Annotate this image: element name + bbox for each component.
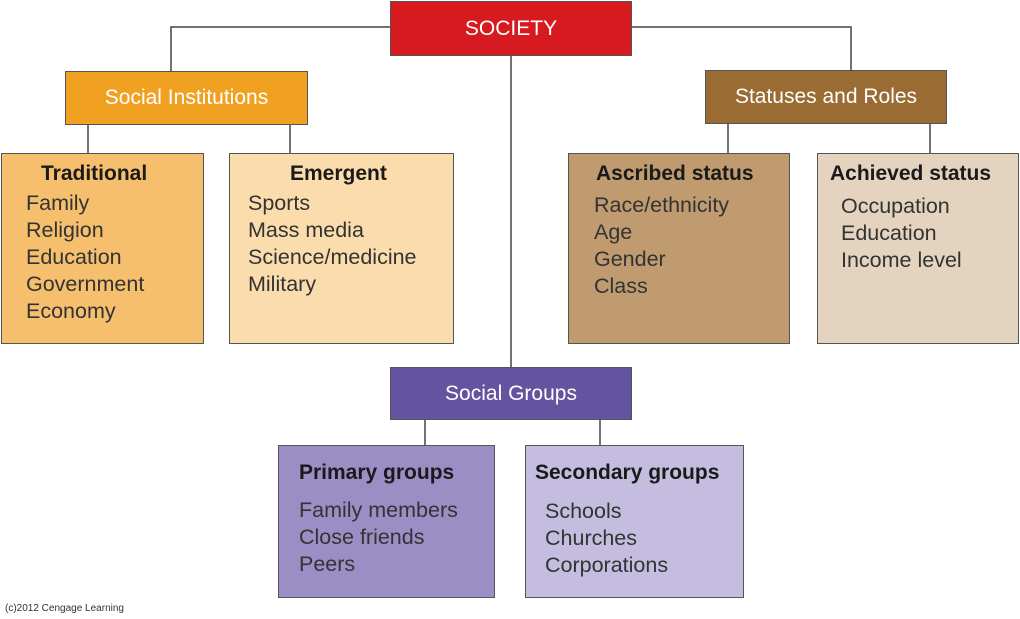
list-item: Peers [299,552,356,576]
list-item: Income level [841,248,962,272]
ascribed-status-heading: Ascribed status [596,162,754,185]
list-item: Science/medicine [248,245,417,269]
list-item: Family [26,191,90,215]
emergent-heading: Emergent [290,162,387,185]
list-item: Age [594,220,633,244]
list-item: Churches [545,526,638,550]
list-item: Family members [299,498,458,522]
list-item: Economy [26,299,116,323]
society-label: SOCIETY [464,16,558,40]
list-item: Occupation [841,194,950,218]
list-item: Government [26,272,145,296]
social-institutions-label: Social Institutions [104,86,269,109]
statuses-and-roles-label: Statuses and Roles [734,85,918,108]
social-institutions-node: Social Institutions [65,71,308,125]
list-item: Mass media [248,218,364,242]
copyright-credit: (c)2012 Cengage Learning [5,603,124,614]
connector-society-statuses [632,26,852,70]
achieved-status-heading: Achieved status [830,162,992,185]
list-item: Close friends [299,525,425,549]
society-node: SOCIETY [390,1,632,56]
social-groups-node: Social Groups [390,367,632,420]
statuses-and-roles-node: Statuses and Roles [705,70,947,124]
list-item: Military [248,272,317,296]
traditional-heading: Traditional [41,162,148,185]
primary-groups-heading: Primary groups [299,461,455,484]
list-item: Gender [594,247,666,271]
list-item: Religion [26,218,104,242]
list-item: Education [841,221,937,245]
list-item: Class [594,274,648,298]
list-item: Race/ethnicity [594,193,730,217]
list-item: Sports [248,191,311,215]
list-item: Education [26,245,122,269]
connector-society-institutions [170,26,390,71]
list-item: Schools [545,499,622,523]
list-item: Corporations [545,553,669,577]
secondary-groups-heading: Secondary groups [535,461,720,484]
social-groups-label: Social Groups [445,381,577,405]
